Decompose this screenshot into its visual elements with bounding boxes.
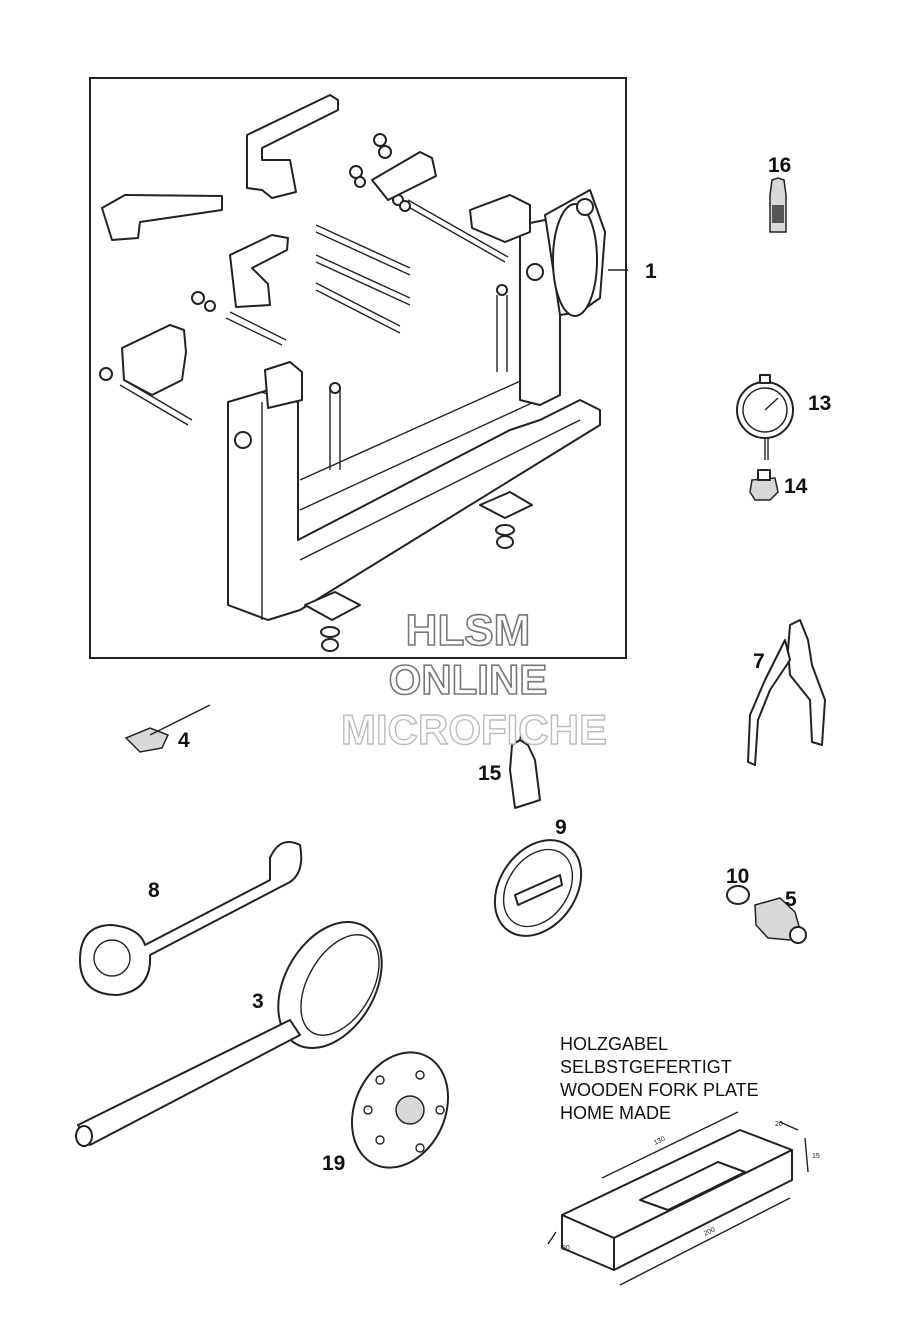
callout-1: 1 <box>645 260 657 283</box>
wooden-fork-plate <box>547 1111 809 1286</box>
engine-stand-assembly <box>99 94 628 652</box>
callout-14: 14 <box>784 475 808 498</box>
callout-19: 19 <box>322 1152 345 1175</box>
bushing-10 <box>726 885 750 905</box>
adapter-14 <box>749 469 779 501</box>
degree-wheel-9 <box>493 839 583 937</box>
tool-4 <box>124 704 211 753</box>
callout-15: 15 <box>478 762 502 785</box>
dim-80: 80 <box>562 1245 570 1252</box>
clutch-holder-3 <box>75 920 383 1147</box>
callout-4: 4 <box>178 729 190 752</box>
callout-16: 16 <box>768 154 791 177</box>
dim-130: 130 <box>653 1135 667 1146</box>
note-line-3: WOODEN FORK PLATE <box>560 1080 759 1100</box>
callout-3: 3 <box>252 990 264 1013</box>
bottle-16 <box>769 177 787 233</box>
dim-15: 15 <box>812 1153 820 1160</box>
callout-7: 7 <box>753 650 765 673</box>
callout-8: 8 <box>148 879 160 902</box>
dim-20: 20 <box>775 1121 783 1128</box>
note-line-2: SELBSTGEFERTIGT <box>560 1057 732 1077</box>
engine-stand-frame <box>89 77 627 659</box>
note-line-1: HOLZGABEL <box>560 1034 668 1054</box>
callout-13: 13 <box>808 392 831 415</box>
watermark-line-3: MICROFICHE <box>341 706 607 753</box>
watermark-line-2: ONLINE <box>389 656 548 703</box>
dim-200: 200 <box>703 1226 717 1237</box>
adapter-5 <box>754 897 807 944</box>
note-line-4: HOME MADE <box>560 1103 671 1123</box>
rotor-puller-19 <box>350 1051 450 1169</box>
dial-gauge-13 <box>736 374 794 460</box>
callout-9: 9 <box>555 816 567 839</box>
pliers-7 <box>747 619 826 766</box>
spanner-8 <box>79 841 303 996</box>
callout-10: 10 <box>726 865 749 888</box>
watermark-line-1: HLSM <box>406 606 531 655</box>
callout-5: 5 <box>785 888 797 911</box>
bottle-15 <box>509 724 541 809</box>
